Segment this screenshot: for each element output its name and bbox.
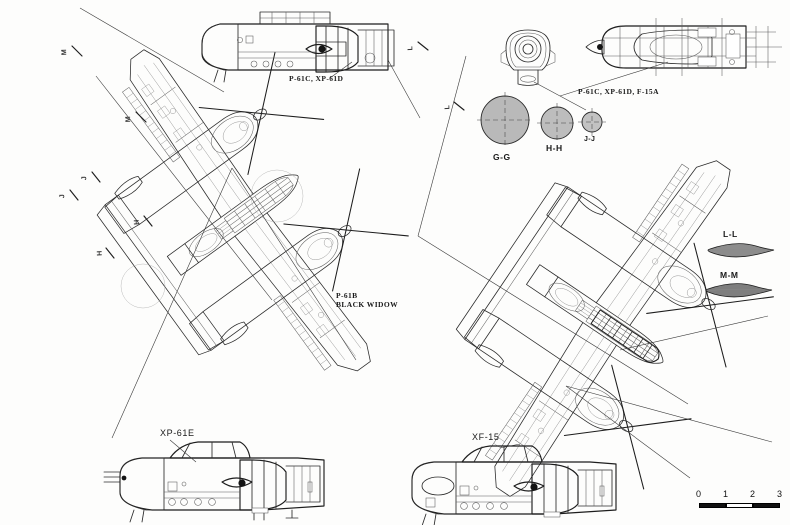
label-black-widow: BLACK WIDOW — [336, 300, 398, 309]
scale-seg-0-1 — [699, 503, 726, 508]
label-p61c-xp61d: P-61C, XP-61D — [289, 74, 344, 83]
section-tick-marks — [69, 41, 465, 259]
scale-tick-0: 0 — [696, 489, 702, 499]
construction-lines — [79, 7, 773, 479]
label-xf15: XF-15 — [472, 432, 500, 442]
profile-xf15 — [411, 445, 617, 525]
leader-p61c — [329, 61, 353, 79]
section-label-h-h: H-H — [546, 143, 563, 153]
leader-xf15 — [499, 443, 521, 449]
scale-tick-1: 1 — [723, 489, 729, 499]
scale-tick-2: 2 — [750, 489, 756, 499]
scale-seg-1-2 — [726, 503, 753, 508]
plan-marker-j-1: J — [81, 175, 89, 181]
section-label-j-j: J-J — [584, 136, 596, 143]
section-m-m — [705, 283, 773, 298]
plan-marker-m-2: M — [124, 115, 133, 123]
plan-marker-m-1: M — [60, 48, 69, 56]
plan-view-p61b — [34, 0, 456, 442]
plan-marker-h-1: H — [133, 219, 141, 225]
front-view-engine-cowl — [500, 29, 556, 86]
plan-view-nacelle — [585, 18, 782, 76]
label-xp61e: XP-61E — [160, 428, 195, 438]
plan-marker-l-2: L — [444, 104, 452, 110]
label-p61b: P-61B — [336, 291, 358, 300]
plan-marker-l-1: L — [407, 45, 415, 51]
leader-nacelle-plan — [559, 61, 669, 97]
label-p61c-xp61d-f15a: P-61C, XP-61D, F-15A — [578, 87, 659, 96]
plan-marker-j-2: J — [59, 193, 67, 199]
scale-seg-2-3 — [753, 503, 780, 508]
radar-dish-outline — [250, 169, 304, 223]
section-label-g-g: G-G — [493, 152, 511, 162]
scale-tick-3: 3 — [777, 489, 783, 499]
plan-marker-h-2: H — [96, 250, 104, 256]
section-l-l — [707, 243, 775, 258]
plan-view-p61c — [395, 92, 790, 525]
profile-p61c-xp61d — [201, 11, 395, 83]
section-g-g — [477, 92, 533, 148]
section-j-j — [578, 108, 606, 136]
section-h-h — [537, 103, 577, 143]
section-label-m-m: M-M — [720, 270, 739, 280]
leader-xp61e — [169, 439, 197, 463]
section-label-l-l: L-L — [723, 229, 738, 239]
profile-xp61e — [103, 441, 325, 523]
